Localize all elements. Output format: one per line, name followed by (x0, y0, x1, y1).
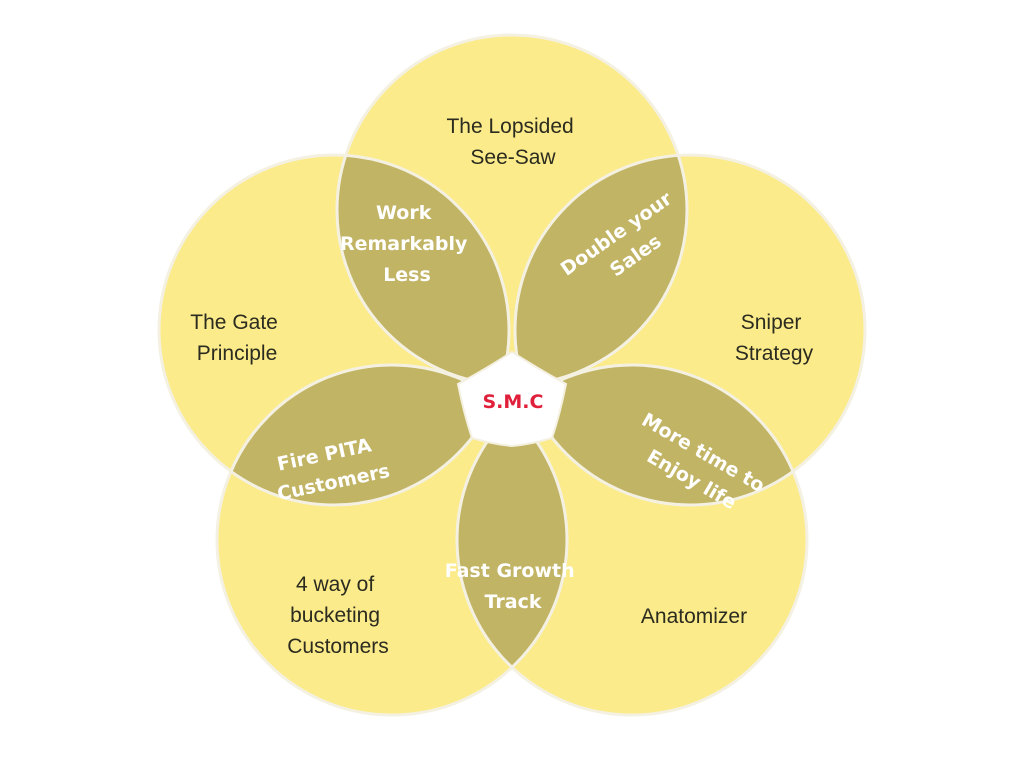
label-4-way-of-bucketing-customers: 4 way of bucketing Customers (287, 573, 389, 658)
overlap-left-top (337, 155, 509, 385)
label-smc: S.M.C (483, 391, 544, 413)
outline-left (157, 153, 511, 507)
outline-bottom-left (215, 363, 569, 717)
center-pentagon (456, 350, 568, 448)
label-the-gate-principle: The Gate Principle (190, 311, 283, 365)
petal-outlines (157, 33, 867, 717)
label-sniper-strategy: Sniper Strategy (735, 311, 814, 365)
outline-right (513, 153, 867, 507)
label-the-lopsided-see-saw: The Lopsided See-Saw (446, 115, 579, 169)
label-work-remarkably-less: Work Remarkably Less (340, 202, 474, 286)
label-fast-growth-track: Fast Growth Track (445, 560, 582, 613)
label-anatomizer: Anatomizer (641, 605, 747, 628)
overlap-top-right (515, 155, 687, 385)
outline-bottom-right (455, 363, 809, 717)
